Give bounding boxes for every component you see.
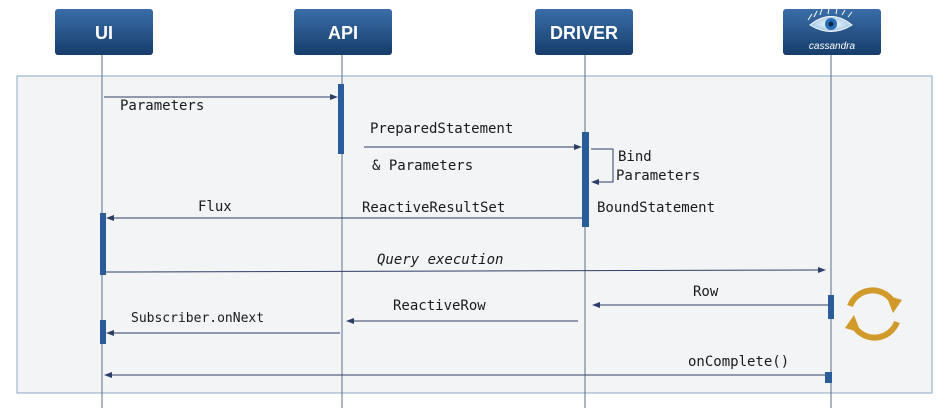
eye-icon [807,7,853,32]
arrow-query-execution [105,267,826,273]
msg-on-complete: onComplete() [688,354,789,370]
msg-bind: Bind [618,149,652,165]
actor-cassandra: cassandra [783,7,881,55]
activation-cassandra-2 [825,372,832,383]
actor-driver: DRIVER [535,9,633,55]
refresh-icon [845,287,902,341]
msg-parameters: Parameters [120,98,204,114]
arrow-on-complete [104,372,825,378]
msg-flux: Flux [198,199,232,215]
activation-ui-2 [100,320,106,344]
actor-api-label: API [328,23,358,43]
msg-reactive-result-set: ReactiveResultSet [362,200,505,216]
msg-row: Row [693,284,719,300]
msg-prepared-statement: PreparedStatement [370,121,513,137]
msg-and-parameters: & Parameters [372,158,473,174]
msg-subscriber-on-next: Subscriber.onNext [131,311,264,326]
actor-ui: UI [55,9,153,55]
arrow-api-to-ui [106,330,340,336]
cassandra-logo-text: cassandra [809,41,856,52]
arrow-cassandra-to-driver [592,302,828,308]
msg-query-execution: Query execution [377,252,503,268]
actor-ui-label: UI [95,23,113,43]
arrow-driver-to-api [346,318,578,324]
activation-cassandra-1 [828,295,834,319]
arrow-bind-self [591,148,614,185]
msg-bound-statement: BoundStatement [597,200,715,216]
msg-reactive-row: ReactiveRow [393,298,486,314]
actor-driver-label: DRIVER [550,23,618,43]
actor-api: API [294,9,392,55]
arrow-ui-to-api [104,94,338,100]
arrow-driver-to-ui [106,215,582,221]
arrow-api-to-driver [364,144,582,150]
msg-bind-parameters: Parameters [616,168,700,184]
activation-ui-1 [100,213,106,275]
activation-driver [582,132,589,227]
diagram-frame [16,75,933,394]
activation-api [338,84,344,154]
